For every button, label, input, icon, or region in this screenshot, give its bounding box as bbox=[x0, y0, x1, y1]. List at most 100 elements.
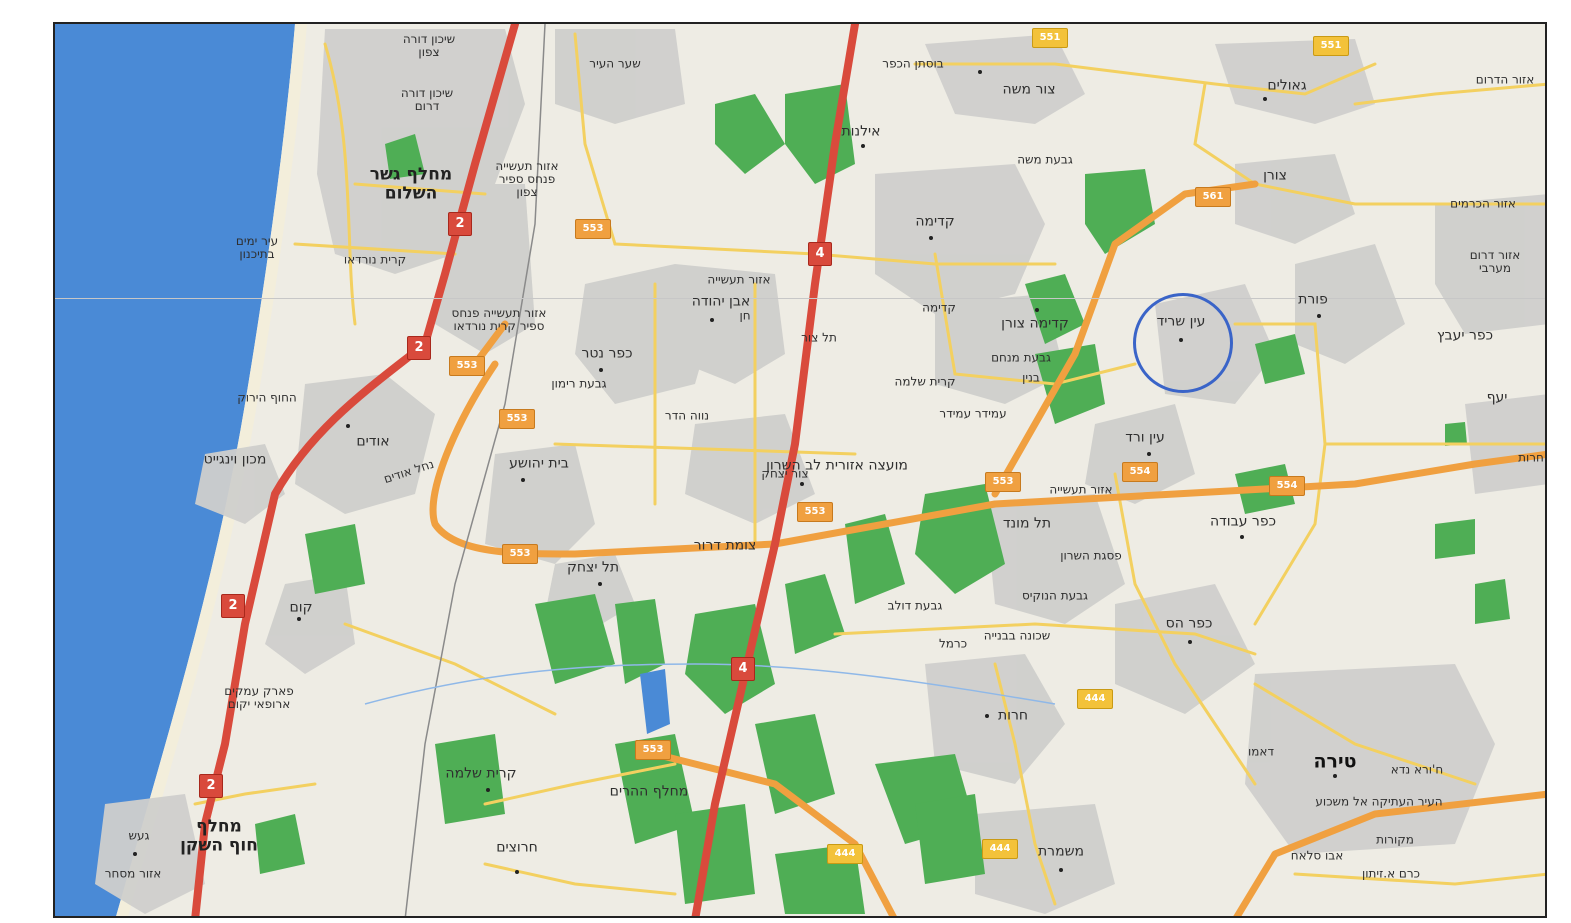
place-label: משמרת bbox=[1037, 843, 1085, 860]
place-label: קדימה bbox=[922, 300, 956, 315]
place-label: אזור תעשייה bbox=[1049, 482, 1113, 497]
place-label: כרם א.זיתון bbox=[1362, 866, 1420, 881]
landmark-label: מחלף חוף השקן bbox=[180, 816, 258, 855]
place-label: בית יהושע bbox=[509, 455, 569, 472]
place-label: שיכון דורה דרום bbox=[400, 85, 454, 113]
junction-label: מחלף ההרים bbox=[609, 783, 689, 800]
place-label: מקורות bbox=[1376, 832, 1414, 847]
junction-label: צומת דרור bbox=[693, 537, 757, 554]
place-dot bbox=[800, 482, 804, 486]
place-dot bbox=[1188, 640, 1192, 644]
route-2-shield: 2 bbox=[199, 774, 223, 798]
route-551-shield: 551 bbox=[1032, 28, 1068, 48]
place-label: שיכון דורה צפון bbox=[402, 31, 456, 59]
route-2-shield: 2 bbox=[448, 212, 472, 236]
place-dot bbox=[1179, 338, 1183, 342]
place-dot bbox=[1147, 452, 1151, 456]
place-label: שער העיר bbox=[589, 56, 641, 71]
route-553-shield: 553 bbox=[449, 356, 485, 376]
route-561-shield: 561 bbox=[1195, 187, 1231, 207]
place-dot bbox=[1240, 535, 1244, 539]
place-label: צור משה bbox=[1002, 81, 1056, 98]
place-dot bbox=[1059, 868, 1063, 872]
place-label: קרית שלמה bbox=[445, 765, 517, 782]
place-label: חרוצים bbox=[496, 839, 538, 856]
place-label: אזור תעשייה פנחס ספיר צפון bbox=[495, 159, 559, 200]
stream bbox=[364, 663, 1056, 705]
route-4-shield: 4 bbox=[808, 242, 832, 266]
place-label: פסגת השרון bbox=[1060, 548, 1122, 563]
place-label: שכונה בבנייה bbox=[983, 628, 1051, 643]
highlight-circle[interactable] bbox=[1133, 293, 1233, 393]
place-label: אזור הדרום bbox=[1475, 72, 1535, 87]
place-label: דאמו bbox=[1248, 744, 1274, 759]
reservoir bbox=[640, 669, 670, 734]
place-label: תל מונד bbox=[1002, 515, 1052, 532]
place-label: אודים bbox=[356, 433, 390, 450]
place-dot bbox=[861, 144, 865, 148]
route-554-shield: 554 bbox=[1269, 476, 1305, 496]
place-label: גבעת רימון bbox=[551, 376, 607, 391]
place-label: צורן bbox=[1263, 167, 1287, 184]
landmark-label: מחלף גשר השלום bbox=[369, 164, 453, 203]
place-label: תל צור bbox=[801, 330, 837, 345]
place-label: תל יצחק bbox=[566, 559, 620, 576]
place-label: פורת bbox=[1298, 291, 1328, 308]
place-label: צור יצחק bbox=[761, 466, 809, 481]
place-label: קדימה צורן bbox=[1001, 315, 1069, 332]
place-dot bbox=[598, 582, 602, 586]
sea-area bbox=[55, 24, 295, 916]
place-label: גאולים bbox=[1267, 77, 1307, 94]
place-dot bbox=[929, 236, 933, 240]
place-dot bbox=[346, 424, 350, 428]
route-554-shield: 554 bbox=[1122, 462, 1158, 482]
rail-line bbox=[404, 24, 546, 916]
place-label: גבעת משה bbox=[1017, 152, 1073, 167]
place-dot bbox=[978, 70, 982, 74]
route-444-shield: 444 bbox=[827, 844, 863, 864]
highlight-label[interactable]: עין שריד bbox=[1156, 313, 1206, 330]
place-label: אזור תעשייה פנחס ספיר קרית נורדאו bbox=[451, 305, 547, 333]
place-dot bbox=[1317, 314, 1321, 318]
route-444-shield: 444 bbox=[1077, 689, 1113, 709]
place-dot bbox=[985, 714, 989, 718]
route-553-shield: 553 bbox=[797, 502, 833, 522]
place-dot bbox=[521, 478, 525, 482]
map-viewport[interactable]: 2 2 2 2 4 4 553 553 553 553 553 553 554 … bbox=[53, 22, 1547, 918]
place-label: יעף bbox=[1486, 389, 1508, 406]
map-canvas bbox=[55, 24, 1545, 916]
place-label: מכון וינגייט bbox=[203, 451, 267, 468]
local-roads bbox=[193, 32, 1545, 906]
place-label: אזור מסחר bbox=[104, 866, 162, 881]
place-label: נווה הדר bbox=[664, 408, 710, 423]
place-label: עיר ימים בתיכנון bbox=[235, 233, 279, 261]
place-label: בוסתן הכפר bbox=[882, 56, 944, 71]
place-dot bbox=[133, 852, 137, 856]
place-label: ח'ורא נדא bbox=[1390, 762, 1444, 777]
place-label: אילנות bbox=[841, 123, 881, 140]
place-dot bbox=[1263, 97, 1267, 101]
route-2-shield: 2 bbox=[407, 336, 431, 360]
place-dot bbox=[710, 318, 714, 322]
place-dot bbox=[1333, 774, 1337, 778]
place-label: העיר העתיקה אל משכוע bbox=[1315, 794, 1443, 809]
route-553-shield: 553 bbox=[499, 409, 535, 429]
place-label: אזור דרום מערבי bbox=[1469, 247, 1521, 275]
place-dot bbox=[1035, 308, 1039, 312]
place-label: פארק עמקים ארופאי יקום bbox=[224, 683, 294, 711]
place-label: עמידר עמידר bbox=[939, 406, 1007, 421]
route-551-shield: 551 bbox=[1313, 36, 1349, 56]
guide-line bbox=[55, 298, 1545, 299]
route-2-shield: 2 bbox=[221, 594, 245, 618]
place-label: אבו סלאח bbox=[1290, 848, 1344, 863]
place-label: כרמל bbox=[938, 636, 968, 651]
place-label: החוף הירוק bbox=[237, 390, 297, 405]
place-label: קרית נורדאו bbox=[343, 252, 407, 267]
place-label: קום bbox=[289, 599, 313, 616]
place-label: כפר עבודה bbox=[1210, 513, 1276, 530]
place-label: גבעת מנחם bbox=[991, 350, 1051, 365]
place-label: בנין bbox=[1022, 370, 1040, 385]
beach-strip bbox=[116, 24, 307, 916]
place-label: עין ורד bbox=[1125, 429, 1165, 446]
place-label: קרית שלמה bbox=[894, 374, 956, 389]
